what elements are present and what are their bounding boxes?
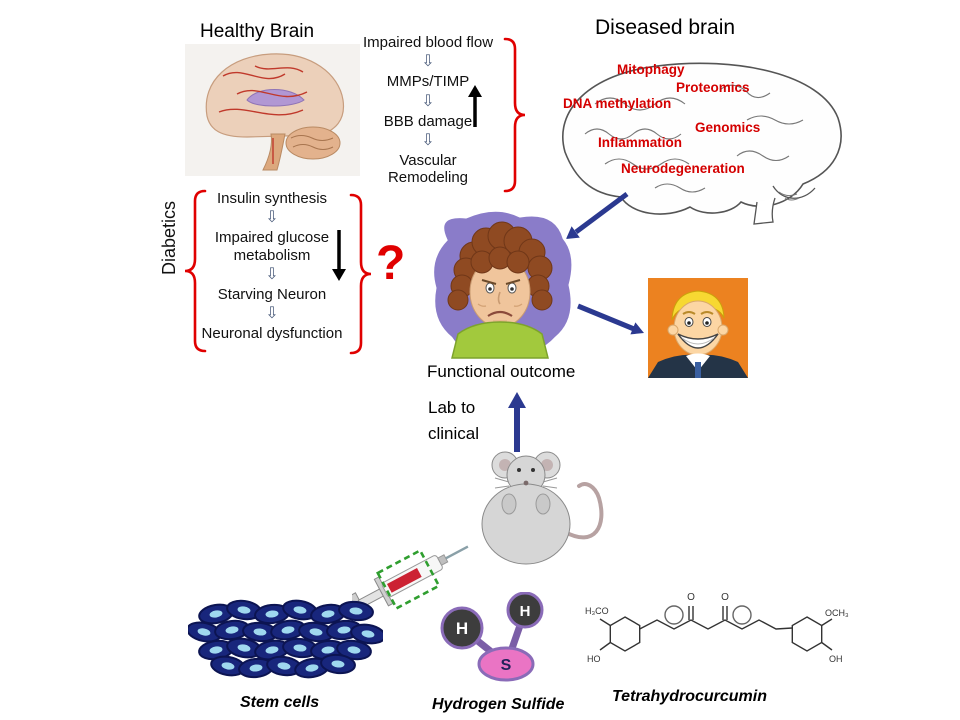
- s-label: S: [501, 657, 512, 674]
- diabetes-step-impaired-glucose: Impaired glucose metabolism: [214, 229, 330, 264]
- diabetics-flow-column: Insulin synthesis ⇩ Impaired glucose met…: [198, 190, 346, 342]
- carbonyl-o-2: O: [721, 592, 729, 603]
- down-arrow-icon: ⇩: [421, 92, 435, 110]
- disease-label-mitophagy: Mitophagy: [617, 62, 685, 77]
- substituent-oh: OH: [829, 654, 843, 664]
- tetrahydrocurcumin-caption: Tetrahydrocurcumin: [612, 688, 767, 705]
- diseased-brain-title: Diseased brain: [595, 16, 736, 39]
- red-brace-diabetics-left: [184, 189, 207, 353]
- diseased-brain-illustration: [562, 62, 842, 225]
- h2s-molecule: H H S: [440, 592, 544, 682]
- down-arrow-icon: ⇩: [421, 131, 435, 149]
- lab-to-clinical-line1: Lab to: [428, 398, 476, 417]
- flow-step-mmps-timp: MMPs/TIMP: [386, 73, 470, 91]
- arrow-brain-to-patient: [566, 191, 629, 239]
- disease-label-dna-methylation: DNA methylation: [563, 96, 672, 111]
- up-arrow-icon: [468, 85, 482, 127]
- healthy-brain-title: Healthy Brain: [200, 21, 315, 42]
- syringe-illustration: [352, 545, 469, 618]
- diabetes-step-neuronal-dysfunction: Neuronal dysfunction: [201, 325, 343, 342]
- arrow-lab-to-clinical: [508, 392, 526, 452]
- recovered-man-cartoon: [648, 278, 748, 378]
- arrow-patient-to-recovery: [577, 303, 644, 335]
- flow-step-impaired-blood-flow: Impaired blood flow: [362, 34, 494, 51]
- disease-label-neurodegeneration: Neurodegeneration: [621, 161, 745, 176]
- flow-step-vascular-remodeling: Vascular Remodeling: [387, 151, 469, 186]
- hydrogen-sulfide-caption: Hydrogen Sulfide: [432, 696, 565, 713]
- healthy-brain-illustration: [185, 44, 360, 176]
- h-left-label: H: [456, 619, 468, 638]
- red-brace-vascular: [503, 37, 526, 193]
- question-mark: ?: [376, 237, 406, 290]
- mouse-illustration: [481, 451, 604, 565]
- down-arrow-icon: ⇩: [421, 53, 435, 71]
- carbonyl-o-1: O: [687, 592, 695, 603]
- h-right-label: H: [520, 603, 531, 620]
- flow-step-bbb-damage: BBB damage: [383, 112, 473, 130]
- substituent-h3co: H₃CO: [585, 606, 609, 616]
- red-brace-diabetics-right: [349, 193, 372, 355]
- substituent-ho: HO: [587, 654, 601, 664]
- functional-outcome-label: Functional outcome: [427, 362, 576, 381]
- disease-label-inflammation: Inflammation: [598, 135, 683, 150]
- diabetics-side-label: Diabetics: [159, 200, 179, 276]
- patient-cartoon: [431, 208, 575, 359]
- substituent-och3: OCH₃: [825, 608, 849, 618]
- stem-cells-caption: Stem cells: [240, 694, 320, 711]
- diabetes-step-starving-neuron: Starving Neuron: [217, 285, 327, 303]
- disease-label-proteomics: Proteomics: [676, 80, 750, 95]
- down-arrow-bold-icon: [332, 230, 346, 281]
- stem-cells-illustration: [188, 598, 383, 681]
- disease-label-genomics: Genomics: [695, 120, 761, 135]
- diabetes-step-insulin-synthesis: Insulin synthesis: [216, 190, 328, 207]
- lab-to-clinical-line2: clinical: [428, 424, 480, 443]
- down-arrow-icon: ⇩: [265, 209, 279, 227]
- down-arrow-icon: ⇩: [265, 265, 279, 283]
- vascular-flow-column: Impaired blood flow ⇩ MMPs/TIMP ⇩ BBB da…: [362, 34, 494, 186]
- down-arrow-icon: ⇩: [265, 305, 279, 322]
- tetrahydrocurcumin-structure: H₃CO HO OCH₃ OH O O: [585, 592, 849, 664]
